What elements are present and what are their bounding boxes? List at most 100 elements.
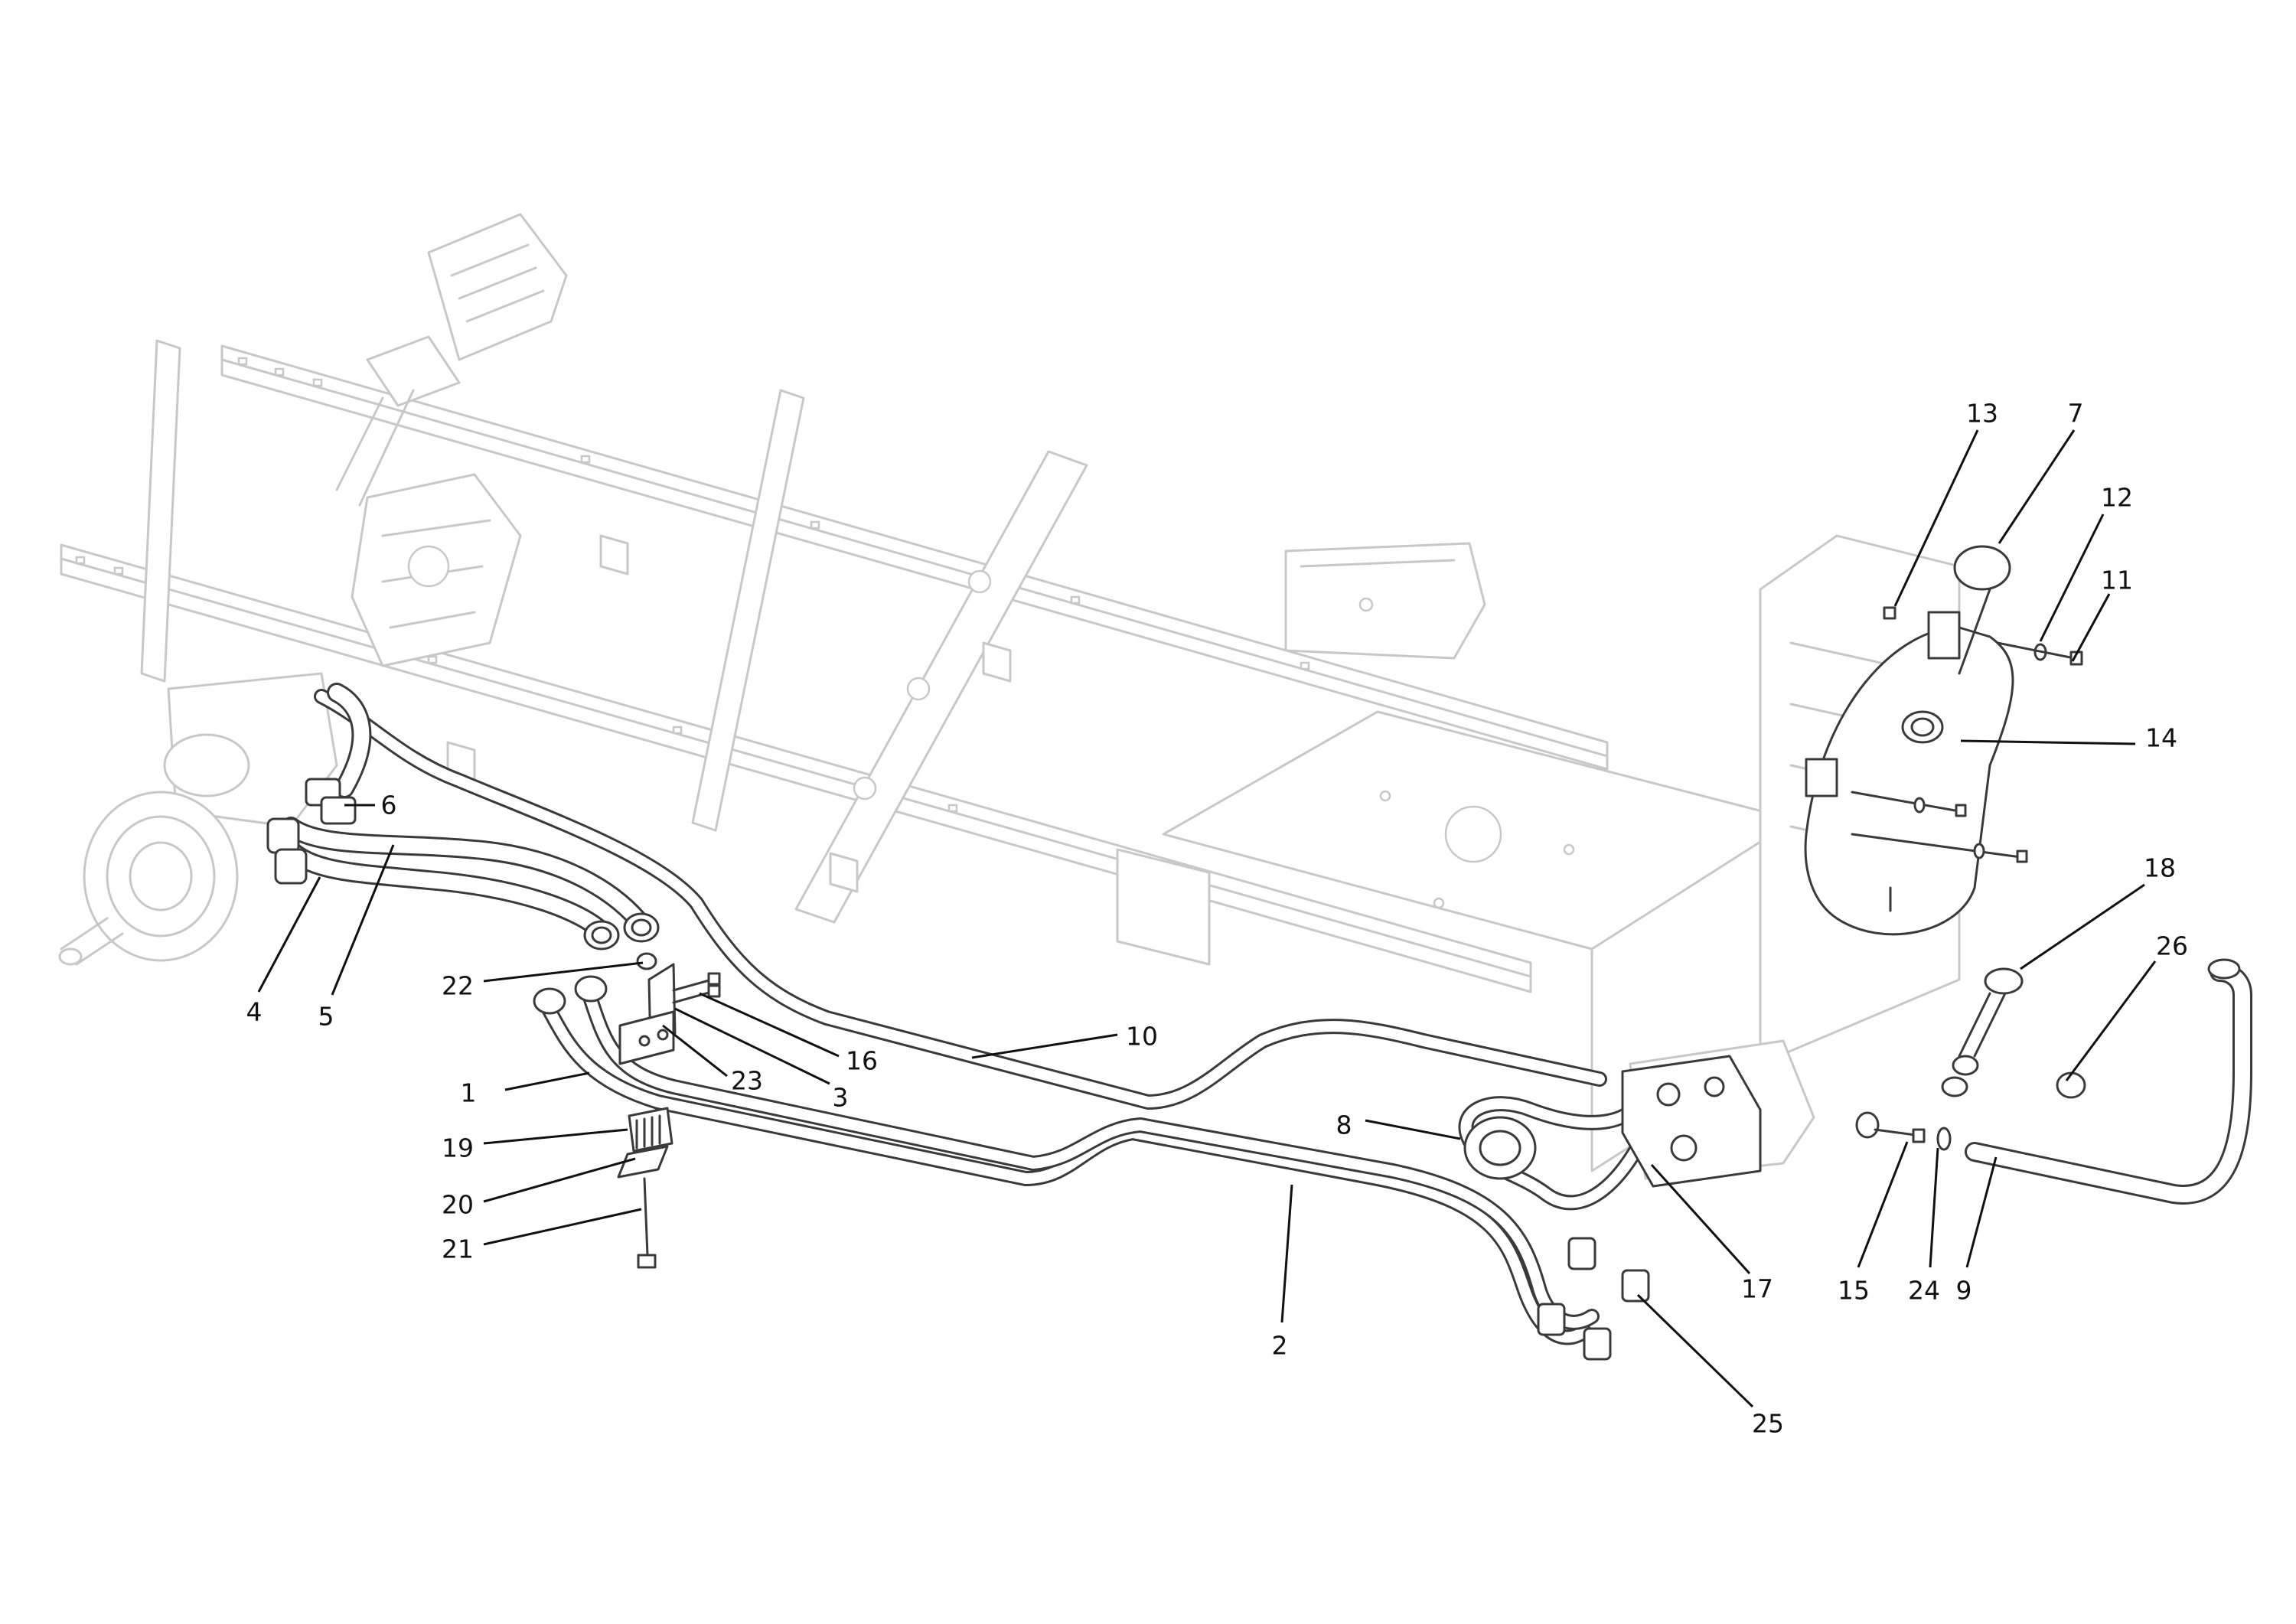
callout-number-17: 17 bbox=[1741, 1274, 1773, 1304]
hex-nuts-tube-ends bbox=[583, 912, 660, 951]
callout-2: 2 bbox=[1272, 1184, 1293, 1361]
callout-number-8: 8 bbox=[1336, 1110, 1352, 1140]
callout-21: 21 bbox=[442, 1208, 642, 1264]
callout-9: 9 bbox=[1956, 1156, 1998, 1306]
callout-13: 13 bbox=[1893, 399, 1998, 607]
callout-number-19: 19 bbox=[442, 1133, 474, 1163]
callout-number-3: 3 bbox=[833, 1083, 849, 1113]
callout-23: 23 bbox=[662, 1024, 763, 1096]
callout-number-10: 10 bbox=[1126, 1022, 1158, 1052]
callout-26: 26 bbox=[2065, 931, 2188, 1081]
callout-18: 18 bbox=[2020, 853, 2176, 970]
o-ring-26 bbox=[2056, 1071, 2086, 1099]
callout-number-9: 9 bbox=[1956, 1276, 1972, 1306]
leader-line-12 bbox=[2039, 514, 2105, 642]
leader-line-19 bbox=[483, 1128, 628, 1145]
nut-13 bbox=[1883, 606, 1896, 620]
tank-bolts-lower bbox=[1851, 791, 2028, 863]
callout-number-1: 1 bbox=[461, 1078, 477, 1108]
hex-nuts-tube-1-2 bbox=[533, 975, 608, 1015]
hose-clamp-9 bbox=[2207, 958, 2241, 980]
leader-line-4 bbox=[257, 876, 321, 993]
hardware-parts bbox=[266, 545, 2241, 1361]
leader-line-21 bbox=[483, 1208, 642, 1246]
fitting-left-pair bbox=[266, 817, 308, 885]
callout-5: 5 bbox=[318, 844, 395, 1032]
washer-24 bbox=[1936, 1127, 1952, 1151]
callout-6: 6 bbox=[344, 791, 397, 820]
callout-1: 1 bbox=[461, 1071, 590, 1108]
callout-number-25: 25 bbox=[1752, 1409, 1784, 1439]
reservoir-tank-14 bbox=[1804, 611, 2014, 936]
callout-number-18: 18 bbox=[2144, 853, 2176, 883]
clamp-block-19 bbox=[628, 1107, 673, 1153]
callout-8: 8 bbox=[1336, 1110, 1461, 1140]
leader-line-5 bbox=[331, 844, 395, 996]
callout-number-21: 21 bbox=[442, 1234, 474, 1264]
fittings-25 bbox=[1537, 1237, 1650, 1361]
callout-22: 22 bbox=[442, 961, 644, 1001]
fitting-18 bbox=[1941, 967, 2024, 1097]
callout-19: 19 bbox=[442, 1128, 628, 1163]
leader-line-10 bbox=[971, 1033, 1118, 1059]
leader-line-22 bbox=[483, 961, 644, 983]
hose-9 bbox=[1965, 962, 2252, 1205]
bolts-16 bbox=[672, 972, 721, 1004]
callout-number-12: 12 bbox=[2101, 483, 2133, 513]
callout-10: 10 bbox=[971, 1022, 1158, 1059]
rail-holes-upper bbox=[237, 357, 1310, 670]
callout-4: 4 bbox=[246, 876, 321, 1027]
callout-11: 11 bbox=[2071, 566, 2133, 662]
tube-10 bbox=[314, 689, 1607, 1110]
leader-line-23 bbox=[662, 1024, 728, 1078]
leader-line-24 bbox=[1929, 1147, 1939, 1268]
plate-20 bbox=[617, 1145, 669, 1179]
valve-block-17 bbox=[1621, 1055, 1762, 1188]
callout-number-26: 26 bbox=[2156, 931, 2188, 961]
leader-line-3 bbox=[674, 1007, 830, 1085]
callout-number-11: 11 bbox=[2101, 566, 2133, 595]
leader-line-2 bbox=[1280, 1184, 1293, 1323]
leader-line-18 bbox=[2020, 883, 2145, 970]
callout-number-7: 7 bbox=[2068, 399, 2084, 429]
leader-line-14 bbox=[1960, 739, 2136, 745]
callout-number-6: 6 bbox=[381, 791, 397, 820]
callout-15: 15 bbox=[1838, 1141, 1909, 1306]
callout-12: 12 bbox=[2039, 483, 2133, 642]
leader-line-13 bbox=[1893, 429, 1979, 607]
callout-17: 17 bbox=[1650, 1163, 1773, 1304]
callout-number-4: 4 bbox=[246, 997, 263, 1027]
leader-line-15 bbox=[1857, 1141, 1909, 1268]
cap-7 bbox=[1953, 545, 2011, 675]
leader-line-9 bbox=[1965, 1156, 1998, 1268]
tube-2 bbox=[582, 987, 1600, 1330]
callout-number-22: 22 bbox=[442, 971, 474, 1001]
leader-line-11 bbox=[2071, 593, 2111, 662]
callout-number-20: 20 bbox=[442, 1190, 474, 1220]
callout-14: 14 bbox=[1960, 723, 2177, 753]
tube-4 bbox=[273, 832, 615, 944]
callout-number-5: 5 bbox=[318, 1002, 334, 1032]
callout-number-24: 24 bbox=[1908, 1276, 1940, 1306]
callout-20: 20 bbox=[442, 1157, 636, 1220]
leader-line-20 bbox=[483, 1157, 636, 1203]
bracket-3 bbox=[618, 963, 677, 1065]
tube-5 bbox=[281, 817, 653, 936]
leader-line-17 bbox=[1650, 1163, 1751, 1275]
callout-16: 16 bbox=[699, 992, 878, 1076]
leader-line-8 bbox=[1365, 1119, 1461, 1140]
leader-line-16 bbox=[699, 992, 840, 1058]
callout-24: 24 bbox=[1908, 1147, 1940, 1306]
callout-number-13: 13 bbox=[1966, 399, 1998, 429]
filter-8 bbox=[1463, 1116, 1537, 1180]
leader-line-1 bbox=[504, 1071, 590, 1091]
nut-22 bbox=[636, 952, 657, 970]
callout-3: 3 bbox=[674, 1007, 849, 1113]
leader-line-26 bbox=[2065, 960, 2157, 1081]
callout-number-14: 14 bbox=[2145, 723, 2177, 753]
leader-line-25 bbox=[1636, 1293, 1754, 1408]
callout-25: 25 bbox=[1636, 1293, 1784, 1439]
callout-number-23: 23 bbox=[731, 1066, 763, 1096]
